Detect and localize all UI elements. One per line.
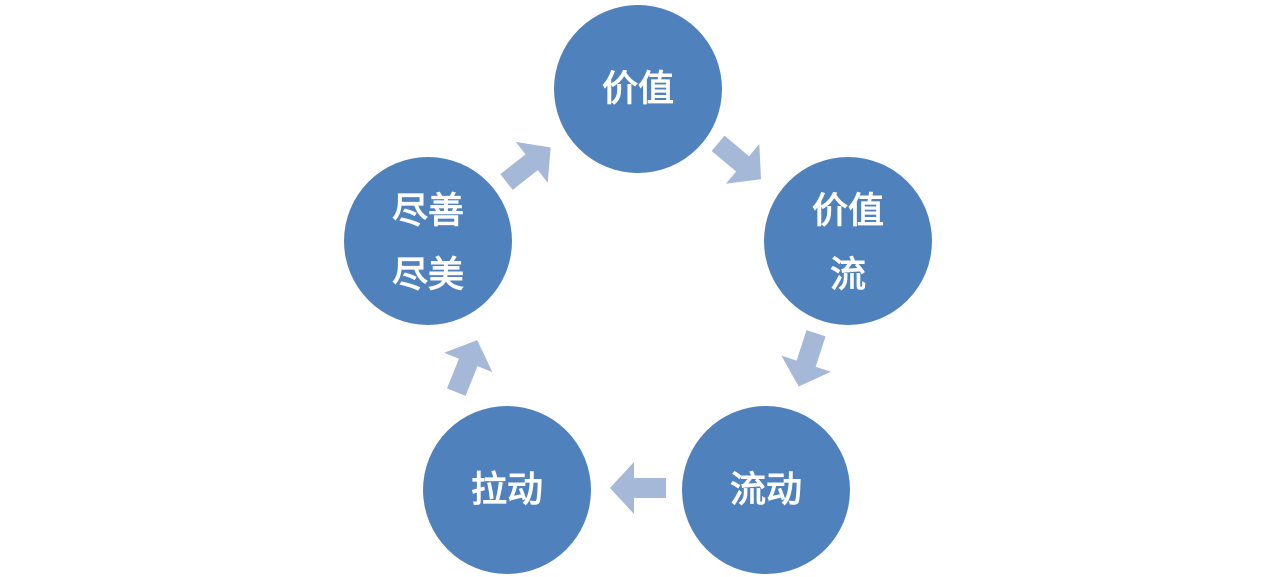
- node-circle: [764, 157, 932, 325]
- arrows-layer: [444, 135, 831, 514]
- node-circle: [344, 157, 512, 325]
- node-label: 价值: [602, 69, 674, 110]
- node-flow: 流动: [682, 406, 850, 574]
- node-label: 流动: [730, 470, 802, 511]
- arrow-value-to-value-stream: [711, 135, 761, 184]
- node-pull: 拉动: [423, 406, 591, 574]
- arrow-pull-to-perfection: [444, 340, 493, 396]
- node-value-stream: 价值 流: [764, 157, 932, 325]
- arrow-flow-to-pull: [610, 462, 666, 514]
- node-label: 尽善: [392, 191, 464, 232]
- node-label: 拉动: [471, 470, 543, 511]
- node-label: 价值: [812, 191, 884, 232]
- arrow-perfection-to-value: [500, 141, 551, 190]
- node-label: 流: [830, 255, 866, 296]
- node-value: 价值: [554, 5, 722, 173]
- node-circle: [682, 406, 850, 574]
- arrow-value-stream-to-flow: [781, 330, 831, 387]
- node-circle: [554, 5, 722, 173]
- node-perfection: 尽善 尽美: [344, 157, 512, 325]
- node-circle: [423, 406, 591, 574]
- node-label: 尽美: [392, 255, 464, 296]
